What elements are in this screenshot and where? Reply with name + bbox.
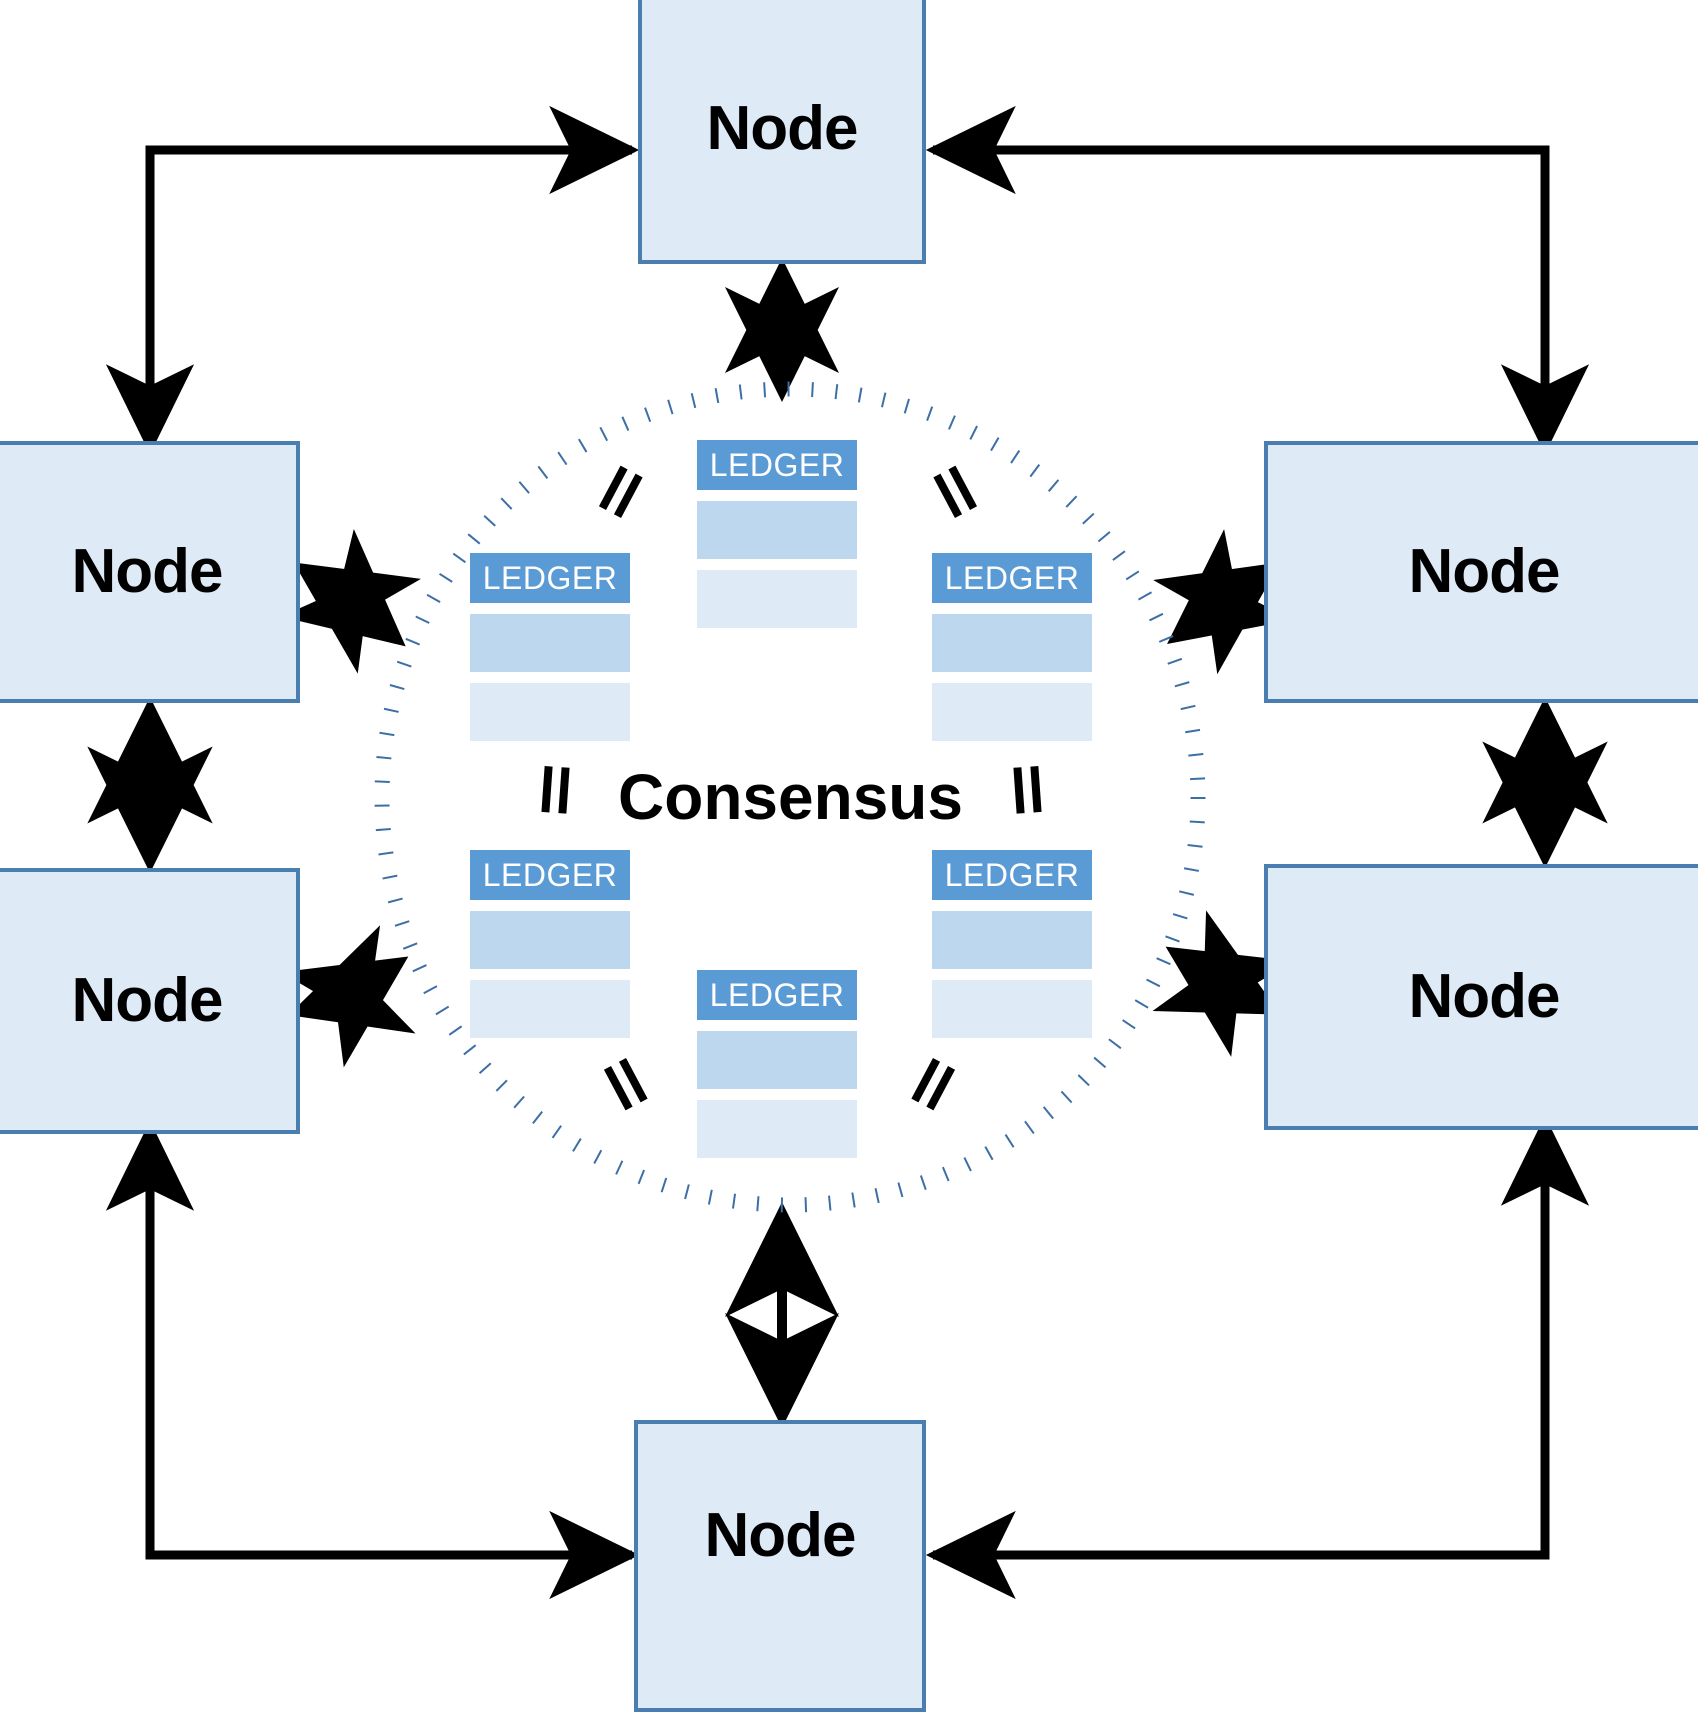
ledger-lower-left-row-1 bbox=[470, 911, 630, 969]
node-bottom[interactable]: Node bbox=[634, 1420, 926, 1712]
node-right-lower-label: Node bbox=[1408, 962, 1561, 1031]
ledger-lower-right-row-1 bbox=[932, 911, 1092, 969]
ledger-upper-right-row-1 bbox=[932, 614, 1092, 672]
ledger-upper-left-header: LEDGER bbox=[470, 553, 630, 603]
connector-leftupper-to-consensus bbox=[280, 528, 421, 674]
ledger-upper-right-header: LEDGER bbox=[932, 553, 1092, 603]
ledger-bottom-row-2 bbox=[697, 1100, 857, 1158]
equals-icon-mid-left bbox=[541, 766, 574, 814]
consensus-label: Consensus bbox=[618, 761, 963, 833]
ledger-upper-left-row-2 bbox=[470, 683, 630, 741]
ledger-top-header: LEDGER bbox=[697, 440, 857, 490]
ledger-top-row-1 bbox=[697, 501, 857, 559]
connector-rightupper-to-consensus bbox=[1153, 529, 1294, 675]
ledger-lower-right-header: LEDGER bbox=[932, 850, 1092, 900]
ledger-upper-right[interactable]: LEDGER bbox=[932, 553, 1092, 741]
node-right-upper[interactable]: Node bbox=[1264, 441, 1698, 703]
ledger-bottom[interactable]: LEDGER bbox=[697, 970, 857, 1158]
connector-rightlower-to-consensus bbox=[1152, 910, 1294, 1057]
ledger-lower-left-header: LEDGER bbox=[470, 850, 630, 900]
ledger-bottom-header: LEDGER bbox=[697, 970, 857, 1020]
consensus-circle bbox=[374, 381, 1206, 1213]
node-bottom-label: Node bbox=[704, 1501, 857, 1570]
node-left-upper-label: Node bbox=[71, 537, 224, 606]
connector-topright-elbow bbox=[925, 105, 1590, 455]
connector-bottomright-elbow bbox=[925, 1115, 1590, 1600]
connector-leftlower-to-consensus bbox=[280, 925, 416, 1068]
equals-icon-mid-right bbox=[1008, 766, 1042, 814]
connector-topleft-elbow bbox=[105, 105, 640, 455]
ledger-upper-left-row-1 bbox=[470, 614, 630, 672]
node-top[interactable]: Node bbox=[638, 0, 926, 264]
ledger-top-row-2 bbox=[697, 570, 857, 628]
node-right-upper-label: Node bbox=[1408, 537, 1561, 606]
connector-bottomleft-elbow bbox=[105, 1120, 640, 1600]
ledger-top[interactable]: LEDGER bbox=[697, 440, 857, 628]
ledger-lower-right[interactable]: LEDGER bbox=[932, 850, 1092, 1038]
node-left-lower[interactable]: Node bbox=[0, 868, 300, 1134]
node-right-lower[interactable]: Node bbox=[1264, 864, 1698, 1130]
ledger-bottom-row-1 bbox=[697, 1031, 857, 1089]
ledger-upper-right-row-2 bbox=[932, 683, 1092, 741]
ledger-lower-left[interactable]: LEDGER bbox=[470, 850, 630, 1038]
ledger-lower-right-row-2 bbox=[932, 980, 1092, 1038]
node-left-lower-label: Node bbox=[71, 966, 224, 1035]
node-top-label: Node bbox=[706, 94, 859, 163]
ledger-upper-left[interactable]: LEDGER bbox=[470, 553, 630, 741]
node-left-upper[interactable]: Node bbox=[0, 441, 300, 703]
ledger-lower-left-row-2 bbox=[470, 980, 630, 1038]
